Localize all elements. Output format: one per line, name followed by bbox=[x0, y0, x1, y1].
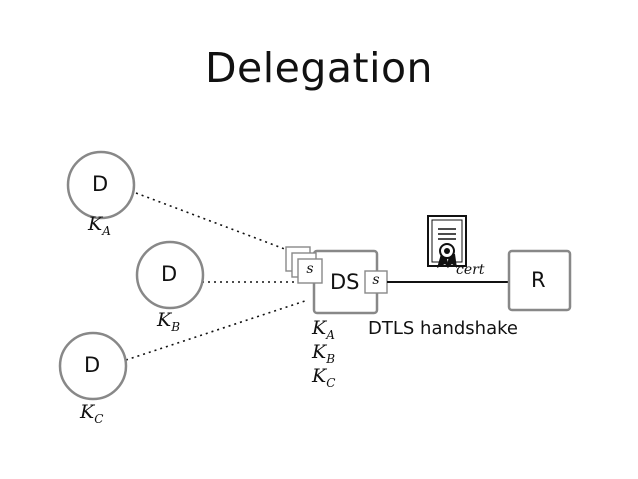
device-c-node bbox=[58, 331, 128, 401]
key-base: K bbox=[312, 365, 327, 387]
key-subscript: A bbox=[326, 328, 335, 342]
s-doc-front bbox=[297, 258, 323, 284]
dtls-handshake-label: DTLS handshake bbox=[368, 318, 518, 339]
device-a-key: KA bbox=[88, 213, 111, 238]
ds-s-label: s bbox=[372, 272, 380, 288]
device-a-label: D bbox=[92, 172, 109, 196]
r-node bbox=[507, 249, 572, 312]
key-base: K bbox=[312, 317, 327, 339]
device-c-key: KC bbox=[80, 401, 104, 426]
device-b-node bbox=[135, 240, 205, 310]
ds-key-b: KB bbox=[312, 341, 336, 366]
key-subscript: B bbox=[326, 352, 336, 366]
certificate-icon bbox=[427, 215, 467, 268]
ds-label: DS bbox=[330, 270, 360, 294]
stack-s-label: s bbox=[306, 261, 314, 277]
device-c-label: D bbox=[84, 353, 101, 377]
device-b-key: KB bbox=[157, 309, 181, 334]
key-base: K bbox=[157, 309, 172, 331]
key-base: K bbox=[312, 341, 327, 363]
link-device-c-ds bbox=[125, 299, 309, 361]
key-subscript: C bbox=[326, 376, 336, 390]
key-subscript: C bbox=[94, 412, 104, 426]
device-b-label: D bbox=[161, 262, 178, 286]
ds-key-c: KC bbox=[312, 365, 336, 390]
cert-label: cert bbox=[456, 262, 485, 278]
ds-key-a: KA bbox=[312, 317, 335, 342]
r-label: R bbox=[531, 268, 546, 292]
key-base: K bbox=[88, 213, 103, 235]
device-a-node bbox=[66, 150, 136, 220]
link-device-a-ds bbox=[135, 192, 291, 252]
key-base: K bbox=[80, 401, 95, 423]
key-subscript: A bbox=[102, 224, 111, 238]
slide-title: Delegation bbox=[204, 44, 434, 92]
key-subscript: B bbox=[171, 320, 181, 334]
